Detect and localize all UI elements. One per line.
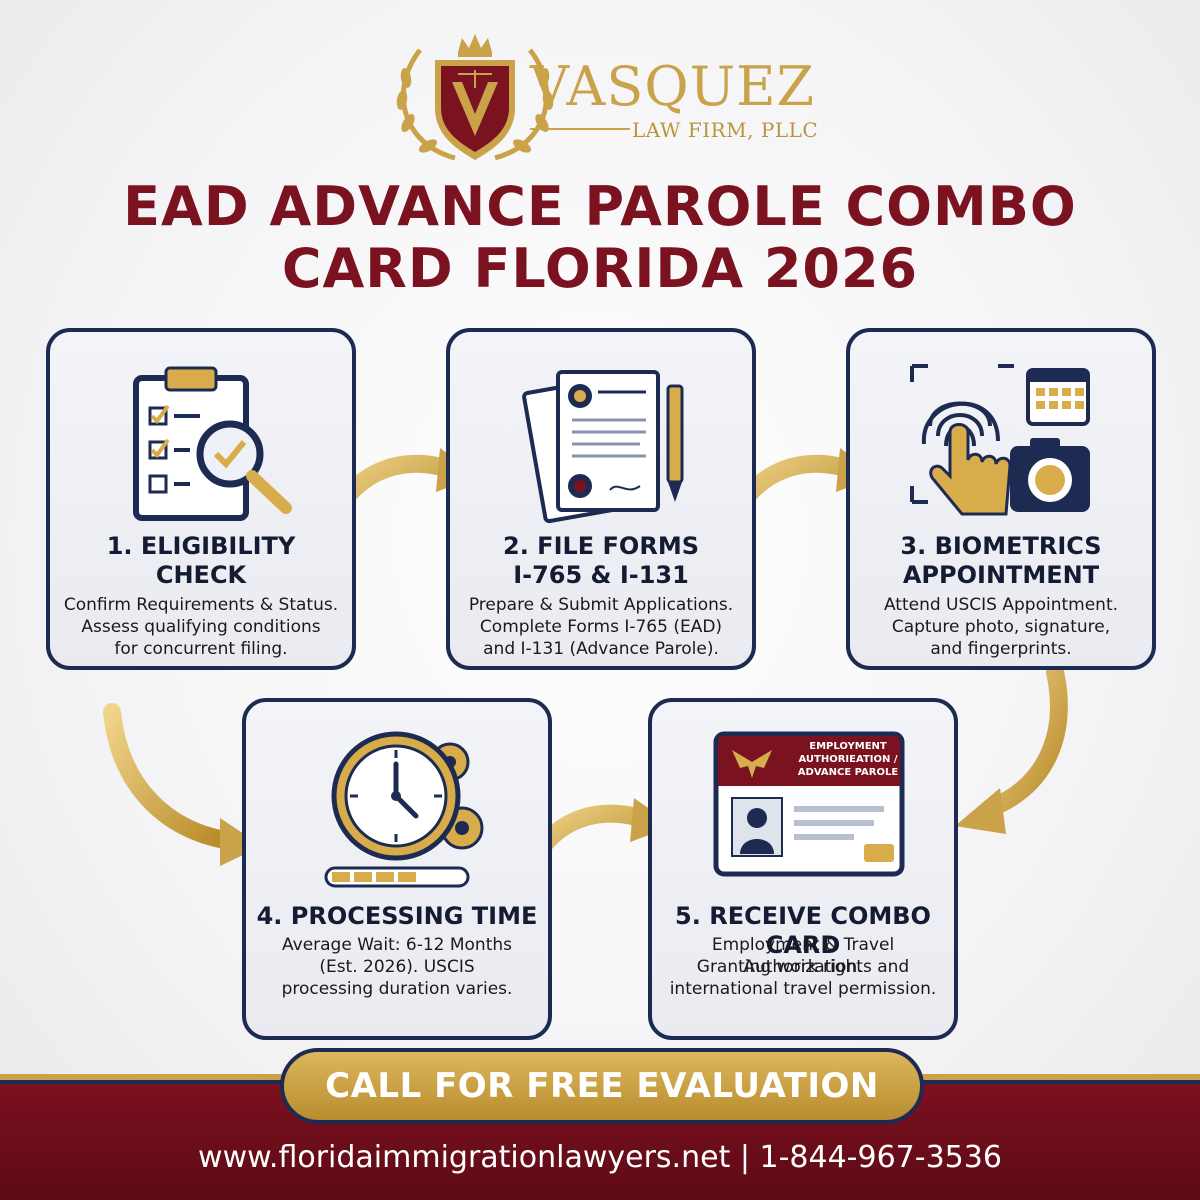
brand-name: VASQUEZ <box>530 55 816 118</box>
brand-divider <box>530 128 630 130</box>
fingerprint-camera-calendar-icon <box>910 364 1090 516</box>
step-heading: APPOINTMENT <box>902 561 1100 589</box>
contact-info[interactable]: www.floridaimmigrationlawyers.net | 1-84… <box>198 1140 1002 1175</box>
documents-pen-icon <box>522 370 684 524</box>
card-label-line1: EMPLOYMENT <box>809 741 887 752</box>
step-heading: CHECK <box>155 561 247 589</box>
step-description: Average Wait: 6-12 Months <box>282 935 512 955</box>
page-title-line1: EAD ADVANCE PAROLE COMBO <box>123 175 1077 238</box>
step-description: Granting work rights and <box>696 957 910 977</box>
step-description: international travel permission. <box>669 979 937 999</box>
step-description: Complete Forms I-765 (EAD) <box>479 617 723 637</box>
clock-gears-icon <box>324 731 484 888</box>
step-description: Capture photo, signature, <box>891 617 1111 637</box>
step-description: Assess qualifying conditions <box>81 617 321 637</box>
step-description: (Est. 2026). USCIS <box>319 957 475 977</box>
eagle-icon <box>732 750 772 778</box>
arrow-step3-to-step5 <box>955 663 1068 834</box>
step-description: processing duration varies. <box>281 979 513 999</box>
cta-button[interactable]: CALL FOR FREE EVALUATION <box>280 1048 924 1124</box>
step-description: Confirm Requirements & Status. <box>63 595 339 615</box>
card-label-line2: AUTHORIEATION / <box>798 754 897 765</box>
step-heading: 2. FILE FORMS <box>503 532 699 560</box>
clipboard-checklist-icon <box>133 366 292 521</box>
id-card-icon: EMPLOYMENT AUTHORIEATION / ADVANCE PAROL… <box>713 731 905 877</box>
step-heading: 1. ELIGIBILITY <box>106 532 296 560</box>
step-description: Prepare & Submit Applications. <box>468 595 734 615</box>
shield-icon <box>435 60 515 160</box>
firm-logo <box>396 34 554 161</box>
step-heading: 4. PROCESSING TIME <box>256 902 538 930</box>
step-description: Employment & Travel Authorization. <box>711 935 895 977</box>
step-card-processing-time: 4. PROCESSING TIME Average Wait: 6-12 Mo… <box>242 698 552 1040</box>
arrow-step1-to-step4 <box>103 703 262 866</box>
step-card-receive-card: EMPLOYMENT AUTHORIEATION / ADVANCE PAROL… <box>648 698 958 1040</box>
avatar <box>740 808 774 854</box>
crown-icon <box>458 34 492 57</box>
step-card-file-forms: 2. FILE FORMS I-765 & I-131 Prepare & Su… <box>446 328 756 670</box>
brand-subtitle: LAW FIRM, PLLC <box>632 118 819 142</box>
card-label-line3: ADVANCE PAROLE <box>798 767 899 778</box>
step-card-eligibility: 1. ELIGIBILITY CHECK Confirm Requirement… <box>46 328 356 670</box>
step-card-biometrics: 3. BIOMETRICS APPOINTMENT Attend USCIS A… <box>846 328 1156 670</box>
laurel-wreath-icon <box>396 48 554 161</box>
step-description: and fingerprints. <box>930 639 1072 659</box>
step-description: Attend USCIS Appointment. <box>883 595 1119 615</box>
step-heading: I-765 & I-131 <box>513 561 689 589</box>
step-description: and I-131 (Advance Parole). <box>483 639 719 659</box>
step-heading: 3. BIOMETRICS <box>900 532 1102 560</box>
page-title-line2: CARD FLORIDA 2026 <box>281 237 919 300</box>
step-description: for concurrent filing. <box>114 639 288 659</box>
step-heading: 5. RECEIVE COMBO CARD <box>675 902 931 959</box>
